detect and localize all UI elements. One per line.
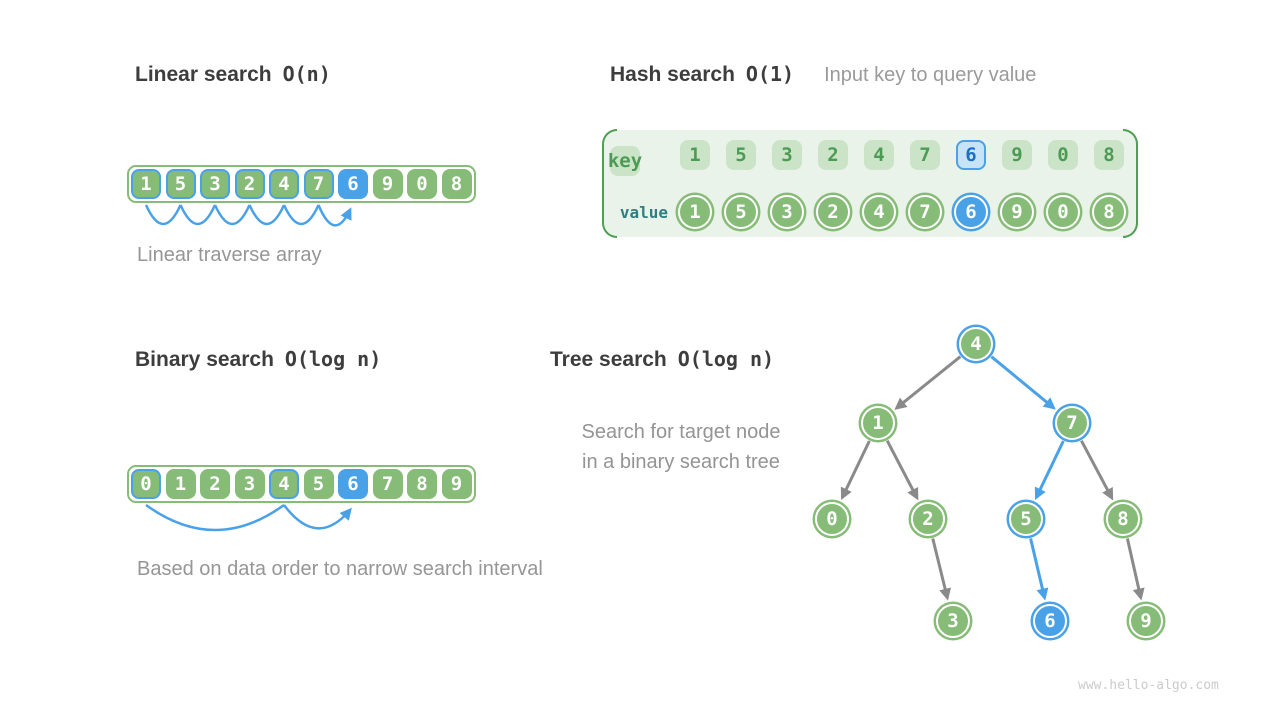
linear-search-complexity: O(n): [282, 62, 331, 86]
hash-value-label: value: [619, 203, 668, 222]
array-cell: 8: [441, 169, 472, 199]
hash-key-cell: 4: [864, 140, 894, 170]
search-step-arc: [144, 204, 182, 226]
array-cell: 8: [407, 469, 437, 499]
hash-search-title: Hash search O(1) Input key to query value: [610, 62, 1036, 87]
tree-search-complexity: O(log n): [677, 347, 775, 371]
tree-search-caption-line2: in a binary search tree: [582, 451, 780, 473]
array-cell: 5: [303, 469, 334, 499]
hash-key-cell: 7: [910, 140, 940, 170]
watermark: www.hello-algo.com: [1078, 678, 1219, 693]
hash-key-cell: 9: [1002, 140, 1032, 170]
hash-value-node: 0: [1046, 195, 1080, 229]
tree-node: 7: [1055, 406, 1089, 440]
array-cell: 1: [165, 469, 196, 499]
tree-node: 6: [1033, 604, 1067, 638]
tree-edge: [1029, 538, 1049, 601]
tree-search-title: Tree search O(log n): [550, 347, 774, 372]
search-step-arc: [213, 204, 251, 226]
hash-search-title-text: Hash search: [610, 63, 735, 86]
hash-value-node: 5: [724, 195, 758, 229]
array-cell: 3: [200, 169, 230, 199]
search-step-arc: [248, 204, 286, 226]
array-cell: 6: [338, 469, 368, 499]
tree-node: 3: [936, 604, 970, 638]
hash-key-cell: 0: [1048, 140, 1078, 170]
search-step-arc: [283, 504, 352, 530]
array-cell: 9: [372, 169, 403, 199]
binary-search-title: Binary search O(log n): [135, 347, 381, 372]
tree-node: 9: [1129, 604, 1163, 638]
hash-key-cell: 1: [680, 140, 710, 170]
tree-edge: [840, 440, 871, 501]
array-cell: 5: [165, 169, 196, 199]
tree-edge: [931, 538, 951, 601]
array-cell: 0: [131, 469, 161, 499]
tree-edge: [1125, 538, 1145, 601]
tree-node: 1: [861, 406, 895, 440]
array-cell: 4: [269, 169, 299, 199]
array-cell: 7: [372, 469, 403, 499]
hash-search-complexity: O(1): [745, 62, 795, 86]
linear-search-title-text: Linear search: [135, 63, 272, 86]
hash-value-node: 4: [862, 195, 896, 229]
tree-edge: [894, 355, 962, 410]
tree-node: 4: [959, 327, 993, 361]
hash-value-node: 6: [954, 195, 988, 229]
array-cell: 9: [441, 469, 472, 499]
array-cell: 0: [407, 169, 437, 199]
array-cell: 2: [200, 469, 230, 499]
linear-search-caption: Linear traverse array: [137, 244, 322, 266]
tree-search-caption-line1: Search for target node: [581, 421, 781, 443]
array-cell: 2: [234, 169, 265, 199]
search-step-arc: [317, 204, 352, 227]
tree-search-caption: Search for target node in a binary searc…: [546, 417, 816, 477]
hash-value-node: 3: [770, 195, 804, 229]
binary-search-caption: Based on data order to narrow search int…: [137, 558, 543, 580]
array-cell: 1: [131, 169, 161, 199]
hash-key-cell: 2: [818, 140, 848, 170]
tree-edge: [1080, 439, 1114, 501]
search-step-arc: [179, 204, 217, 226]
tree-node: 0: [815, 502, 849, 536]
hash-key-cell: 3: [772, 140, 802, 170]
hash-key-cell: 8: [1094, 140, 1124, 170]
array-cell: 7: [303, 169, 334, 199]
search-step-arc: [282, 204, 320, 226]
tree-node: 2: [911, 502, 945, 536]
hash-search-note: Input key to query value: [824, 64, 1037, 86]
array-cell: 3: [234, 469, 265, 499]
hash-key-label: key: [608, 146, 642, 176]
binary-search-complexity: O(log n): [284, 347, 382, 371]
hash-value-node: 2: [816, 195, 850, 229]
array-cell: 4: [269, 469, 299, 499]
tree-edge: [1034, 440, 1065, 501]
array-cell: 6: [338, 169, 368, 199]
hash-key-cell: 6: [956, 140, 986, 170]
tree-node: 8: [1106, 502, 1140, 536]
hash-key-cell: 5: [726, 140, 756, 170]
hash-value-node: 7: [908, 195, 942, 229]
tree-edge: [885, 440, 919, 501]
tree-search-title-text: Tree search: [550, 348, 667, 371]
linear-search-title: Linear search O(n): [135, 62, 331, 87]
binary-search-title-text: Binary search: [135, 348, 274, 371]
tree-edge: [990, 355, 1056, 410]
tree-node: 5: [1009, 502, 1043, 536]
hash-value-node: 9: [1000, 195, 1034, 229]
hash-value-node: 8: [1092, 195, 1126, 229]
hash-bracket-right: [1123, 129, 1138, 238]
hash-value-node: 1: [678, 195, 712, 229]
search-step-arc: [145, 503, 285, 532]
